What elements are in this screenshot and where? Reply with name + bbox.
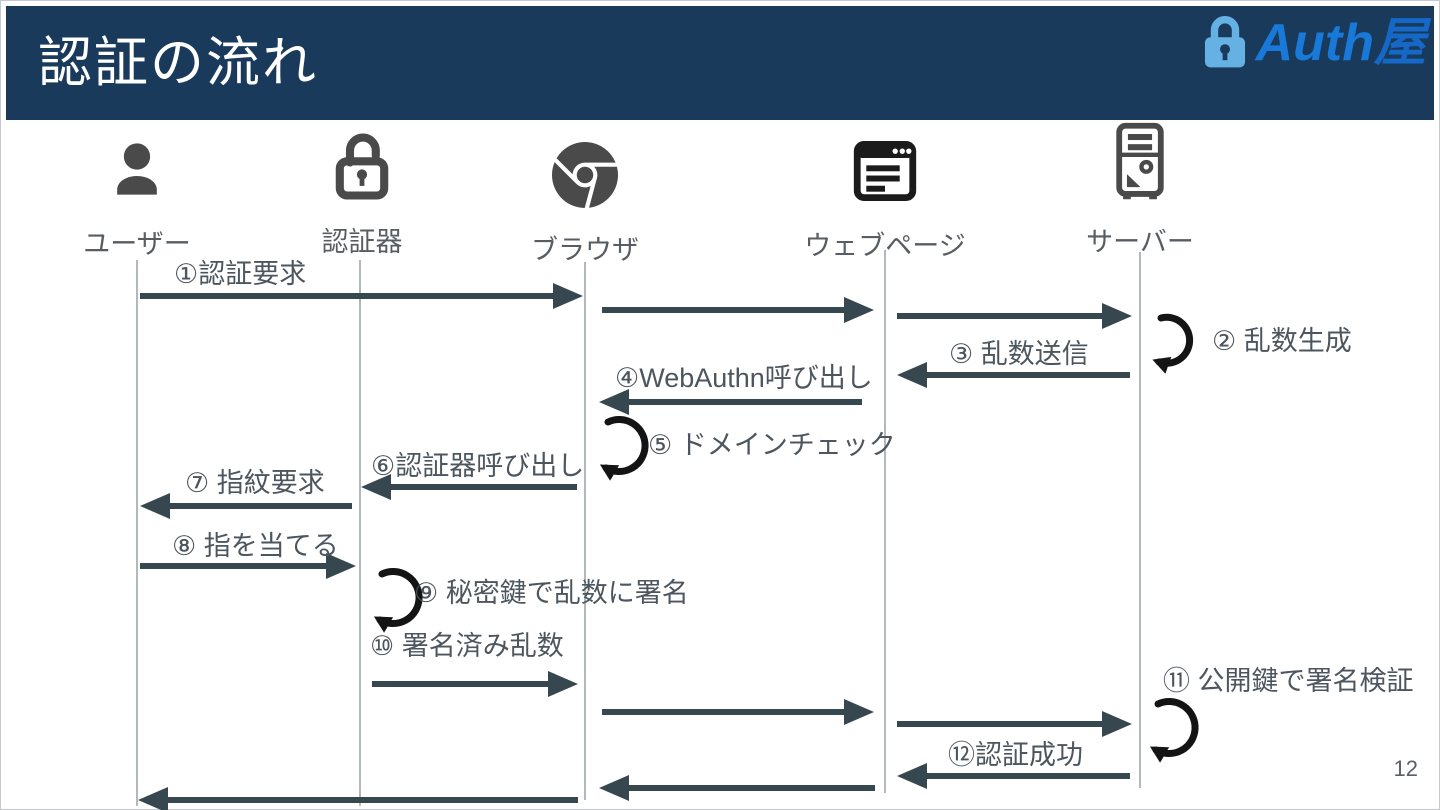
message-label-6: ⑥認証器呼び出し bbox=[371, 451, 585, 481]
message-label-10: ⑩ 署名済み乱数 bbox=[370, 631, 564, 661]
message-label-7: ⑦ 指紋要求 bbox=[185, 468, 325, 498]
message-label-12: ⑫認証成功 bbox=[948, 740, 1083, 770]
actor-label-authenticator: 認証器 bbox=[321, 227, 403, 257]
webpage-window-icon bbox=[795, 128, 975, 214]
actor-browser: ブラウザ bbox=[495, 132, 675, 267]
self-loop-2-server bbox=[1152, 313, 1194, 374]
page-number: 12 bbox=[1393, 756, 1418, 781]
server-tower-icon bbox=[1050, 116, 1230, 210]
message-label-2: ② 乱数生成 bbox=[1212, 326, 1352, 356]
actor-label-user: ユーザー bbox=[83, 229, 191, 259]
padlock-icon bbox=[1196, 12, 1254, 74]
message-label-9: ⑨ 秘密鍵で乱数に署名 bbox=[414, 578, 689, 608]
self-loop-9-authenticator bbox=[373, 568, 423, 633]
header-bar: 認証の流れ bbox=[6, 6, 1434, 120]
brand-text-auth: Auth bbox=[1255, 14, 1374, 72]
message-label-1: ①認証要求 bbox=[174, 259, 307, 289]
person-icon bbox=[47, 126, 227, 212]
message-label-3: ③ 乱数送信 bbox=[949, 339, 1089, 369]
actor-authenticator: 認証器 bbox=[272, 124, 452, 259]
message-label-8: ⑧ 指を当てる bbox=[172, 531, 339, 561]
self-loop-11-server bbox=[1149, 698, 1199, 763]
open-padlock-icon bbox=[272, 124, 452, 210]
message-label-4: ④WebAuthn呼び出し bbox=[615, 363, 873, 393]
brand-text: Auth屋 bbox=[1256, 17, 1426, 69]
brand-logo: Auth屋 bbox=[1196, 12, 1426, 74]
actor-webpage: ウェブページ bbox=[795, 128, 975, 263]
page-title: 認証の流れ bbox=[38, 33, 318, 93]
message-label-5: ⑤ ドメインチェック bbox=[648, 430, 896, 460]
actor-label-browser: ブラウザ bbox=[531, 235, 639, 265]
chrome-browser-icon bbox=[495, 132, 675, 218]
actor-user: ユーザー bbox=[47, 126, 227, 261]
self-loop-5-browser bbox=[599, 416, 649, 481]
brand-text-ya: 屋 bbox=[1373, 14, 1426, 72]
message-label-11: ⑪ 公開鍵で署名検証 bbox=[1163, 666, 1414, 696]
